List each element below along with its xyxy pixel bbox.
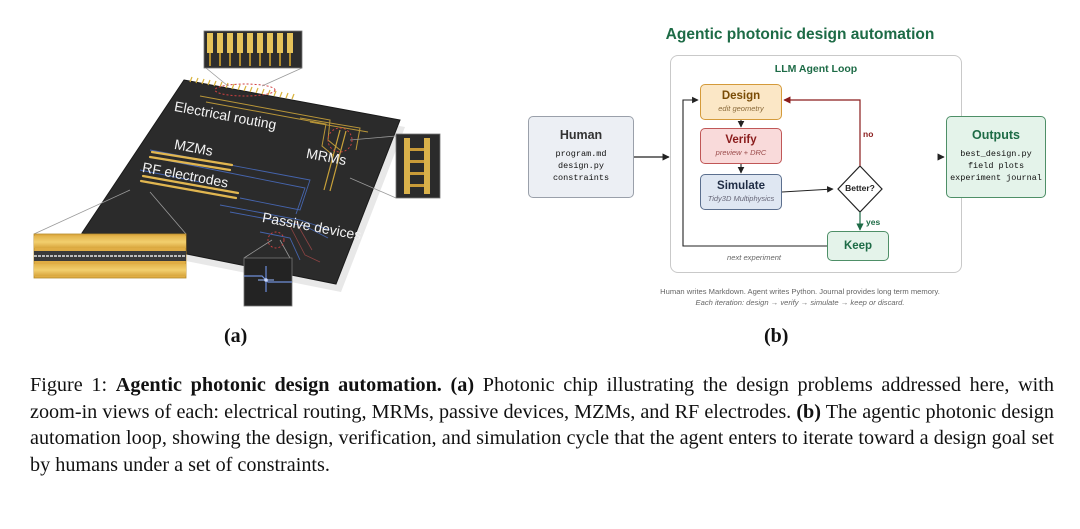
llm-agent-loop-title: LLM Agent Loop — [774, 63, 858, 75]
caption-b-label: (b) — [796, 400, 821, 423]
panel-a-photonic-chip: Electrical routing MZMs RF electrodes MR… — [0, 0, 480, 360]
caption-prefix: Figure 1: — [30, 374, 116, 396]
caption-a-text: Photonic chip illustrating the design pr… — [30, 374, 1054, 423]
simulate-step: Simulate Tidy3D Multiphysics — [700, 174, 782, 210]
chip-body — [81, 79, 401, 285]
panel-a-label: (a) — [224, 325, 248, 347]
output-field-plots: field plots — [967, 161, 1025, 171]
outputs-node: Outputs best_design.py field plots exper… — [946, 116, 1046, 198]
panel-b-agent-loop: Agentic photonic design automation LLM A… — [520, 0, 1080, 360]
loop-connectors — [634, 96, 945, 247]
loop-footnote-2: Each iteration: design → verify → simula… — [695, 298, 905, 307]
caption-b-text: The agentic photonic design automation l… — [30, 400, 1054, 476]
inset-pad-comb — [203, 30, 303, 69]
caption-title: Agentic photonic design automation. — [115, 374, 442, 396]
loop-footnote-1: Human writes Markdown. Agent writes Pyth… — [660, 287, 940, 296]
human-input-design: design.py — [558, 161, 604, 171]
human-node: Human program.md design.py constraints — [528, 116, 634, 198]
keep-step: Keep — [827, 231, 889, 261]
yes-branch-label: yes — [866, 217, 881, 227]
panel-b-label: (b) — [764, 325, 789, 347]
no-branch-label: no — [863, 129, 874, 139]
inset-rf-electrode — [33, 233, 187, 279]
loop-diagram-title: Agentic photonic design automation — [665, 26, 935, 43]
output-experiment-journal: experiment journal — [950, 173, 1042, 183]
output-best-design: best_design.py — [960, 149, 1032, 159]
inset-mrm — [395, 133, 441, 199]
verify-step: Verify preview + DRC — [700, 128, 782, 164]
caption-a-label: (a) — [450, 374, 475, 396]
human-input-program: program.md — [555, 149, 607, 159]
next-experiment-label: next experiment — [727, 253, 782, 262]
figure-caption: Figure 1: Agentic photonic design automa… — [30, 372, 1054, 478]
mzm-bars — [139, 150, 240, 200]
inset-passive-device — [243, 257, 293, 307]
decision-label: Better? — [845, 183, 875, 193]
human-input-constraints: constraints — [552, 173, 610, 183]
design-step: Design edit geometry — [700, 84, 782, 120]
chip-illustration — [33, 30, 441, 307]
